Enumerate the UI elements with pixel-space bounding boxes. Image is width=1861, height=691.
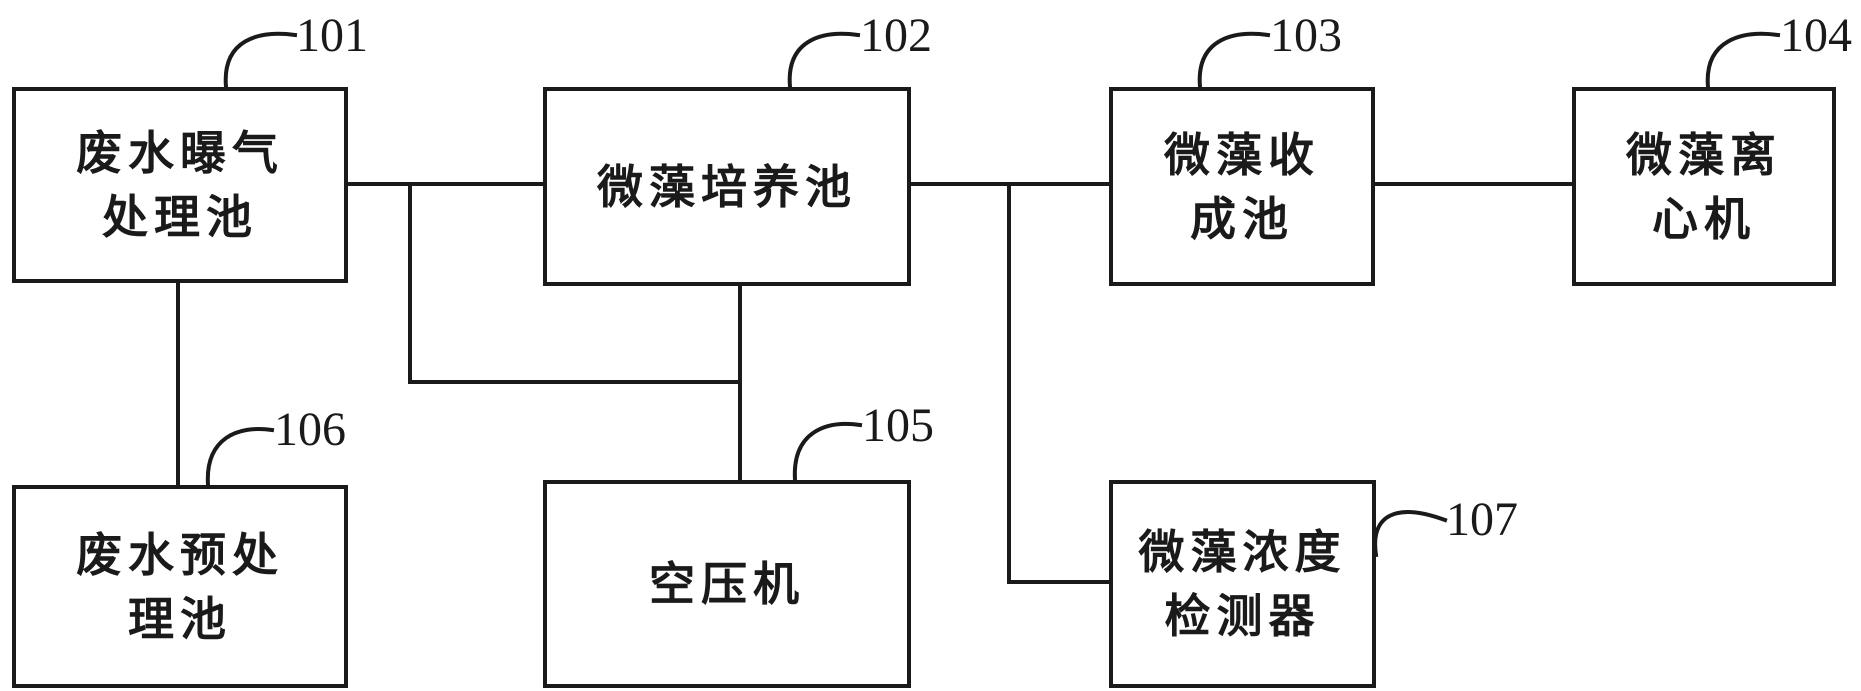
- leader-103: [1197, 31, 1271, 90]
- leader-101: [223, 31, 298, 90]
- connector-branch-107: [1007, 182, 1111, 584]
- leader-104: [1705, 31, 1781, 90]
- box-103-line-2: 成池: [1190, 191, 1294, 246]
- box-102-microalgae-culture-tank: 微藻培养池: [543, 87, 911, 286]
- ref-label-102: 102: [860, 9, 932, 62]
- box-101-wastewater-aeration-tank: 废水曝气 处理池: [12, 87, 348, 283]
- ref-label-104: 104: [1780, 9, 1852, 62]
- box-104-line-2: 心机: [1652, 191, 1756, 246]
- box-101-line-2: 处理池: [102, 190, 258, 244]
- ref-label-106: 106: [274, 403, 346, 456]
- ref-label-103: 103: [1270, 9, 1342, 62]
- box-105-line-1: 空压机: [649, 557, 805, 611]
- box-103-line-1: 微藻收: [1164, 127, 1320, 182]
- leader-107: [1373, 510, 1448, 558]
- box-106-wastewater-pretreatment-tank: 废水预处 理池: [12, 485, 348, 688]
- box-103-microalgae-harvest-tank: 微藻收 成池: [1109, 87, 1375, 286]
- box-106-line-1: 废水预处: [76, 527, 284, 582]
- box-107-line-2: 检测器: [1164, 589, 1321, 643]
- box-104-microalgae-centrifuge: 微藻离 心机: [1572, 87, 1836, 286]
- box-107-line-1: 微藻浓度: [1138, 525, 1347, 579]
- leader-106: [205, 427, 275, 488]
- connector-branch-105: [408, 182, 742, 384]
- box-104-line-1: 微藻离: [1626, 127, 1782, 182]
- box-101-line-1: 废水曝气: [76, 126, 284, 180]
- box-106-line-2: 理池: [128, 591, 232, 646]
- box-107-microalgae-concentration-detector: 微藻浓度 检测器: [1109, 480, 1376, 688]
- ref-label-105: 105: [862, 399, 934, 452]
- box-105-air-compressor: 空压机: [543, 480, 911, 688]
- ref-label-101: 101: [296, 9, 368, 62]
- ref-label-107: 107: [1446, 493, 1518, 546]
- leader-102: [787, 31, 861, 90]
- leader-105: [792, 422, 863, 483]
- box-102-line-1: 微藻培养池: [597, 159, 857, 214]
